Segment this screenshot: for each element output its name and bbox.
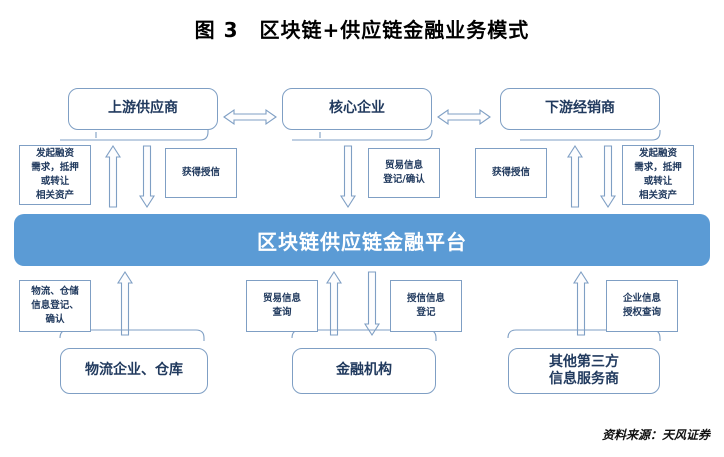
note-obtain-credit-left: 获得授信 [165,148,237,198]
note-line: 相关资产 [35,189,74,201]
arrow-up-logistics-to-platform [116,270,134,336]
note-line: 登记 [416,307,436,318]
note-line: 相关资产 [638,189,677,201]
box-label-line: 其他第三方 [549,353,619,370]
note-line: 发起融资 [638,148,677,160]
box-logistics-company-warehouse[interactable]: 物流企业、仓库 [60,348,208,394]
note-line: 获得授信 [181,167,220,179]
note-line: 企业信息 [622,293,661,305]
note-logistics-warehouse-info: 物流、仓储 信息登记、 确认 [19,280,91,332]
box-financial-institution[interactable]: 金融机构 [292,348,436,394]
note-trade-info-register: 贸易信息 登记/确认 [368,148,440,198]
note-trade-info-query: 贸易信息 查询 [246,280,318,332]
box-core-enterprise-label: 核心企业 [329,100,385,117]
note-line: 贸易信息 [262,293,301,305]
note-line: 物流、仓储 [31,286,79,298]
note-line: 或转让 [40,176,70,187]
bracket-dealer [520,130,661,141]
note-enterprise-info-auth: 企业信息 授权查询 [606,280,678,332]
note-line: 或转让 [643,176,673,187]
box-label-line: 信息服务商 [549,371,619,387]
note-line: 需求，抵押 [634,162,682,174]
note-line: 信息登记、 [31,300,79,312]
note-line: 登记/确认 [383,174,425,185]
note-initiate-financing-left: 发起融资 需求，抵押 或转让 相关资产 [19,145,91,205]
arrow-down-platform-to-core [339,145,357,209]
box-upstream-supplier-label: 上游供应商 [108,100,178,117]
arrow-down-platform-to-upstream [138,145,156,209]
source-note: 资料来源：天风证券 [601,428,710,442]
arrow-up-thirdparty-to-platform [572,270,590,336]
arrow-up-upstream-to-platform [104,144,122,208]
box-third-party-info-provider[interactable]: 其他第三方 信息服务商 [508,348,660,394]
blockchain-platform-bar[interactable]: 区块链供应链金融平台 [14,214,710,266]
note-line: 授信信息 [406,293,445,305]
double-arrow-core-dealer [437,108,491,126]
arrow-up-finance-to-platform [325,270,343,336]
note-line: 确认 [45,313,65,325]
note-line: 查询 [272,307,292,318]
note-line: 贸易信息 [384,160,423,172]
box-downstream-dealer[interactable]: 下游经销商 [500,88,660,130]
box-label-line: 物流企业、仓库 [85,362,183,379]
note-initiate-financing-right: 发起融资 需求，抵押 或转让 相关资产 [622,145,694,205]
box-downstream-dealer-label: 下游经销商 [545,100,615,117]
note-credit-info-register: 授信信息 登记 [390,280,462,332]
figure-title: 图 3 区块链+供应链金融业务模式 [194,18,530,42]
note-line: 需求，抵押 [31,162,79,174]
bracket-core [292,130,433,141]
arrow-down-platform-to-finance [363,271,381,337]
box-label-line: 金融机构 [336,362,392,379]
arrow-down-platform-to-dealer [599,145,617,209]
double-arrow-supplier-core [223,108,277,126]
note-line: 发起融资 [35,148,74,160]
box-core-enterprise[interactable]: 核心企业 [282,88,432,130]
blockchain-platform-label: 区块链供应链金融平台 [257,229,467,254]
box-upstream-supplier[interactable]: 上游供应商 [68,88,218,130]
note-line: 获得授信 [491,167,530,179]
note-line: 授权查询 [622,307,661,318]
arrow-up-core-to-platform [566,144,584,208]
bracket-upstream [60,130,209,141]
note-obtain-credit-right: 获得授信 [475,148,547,198]
